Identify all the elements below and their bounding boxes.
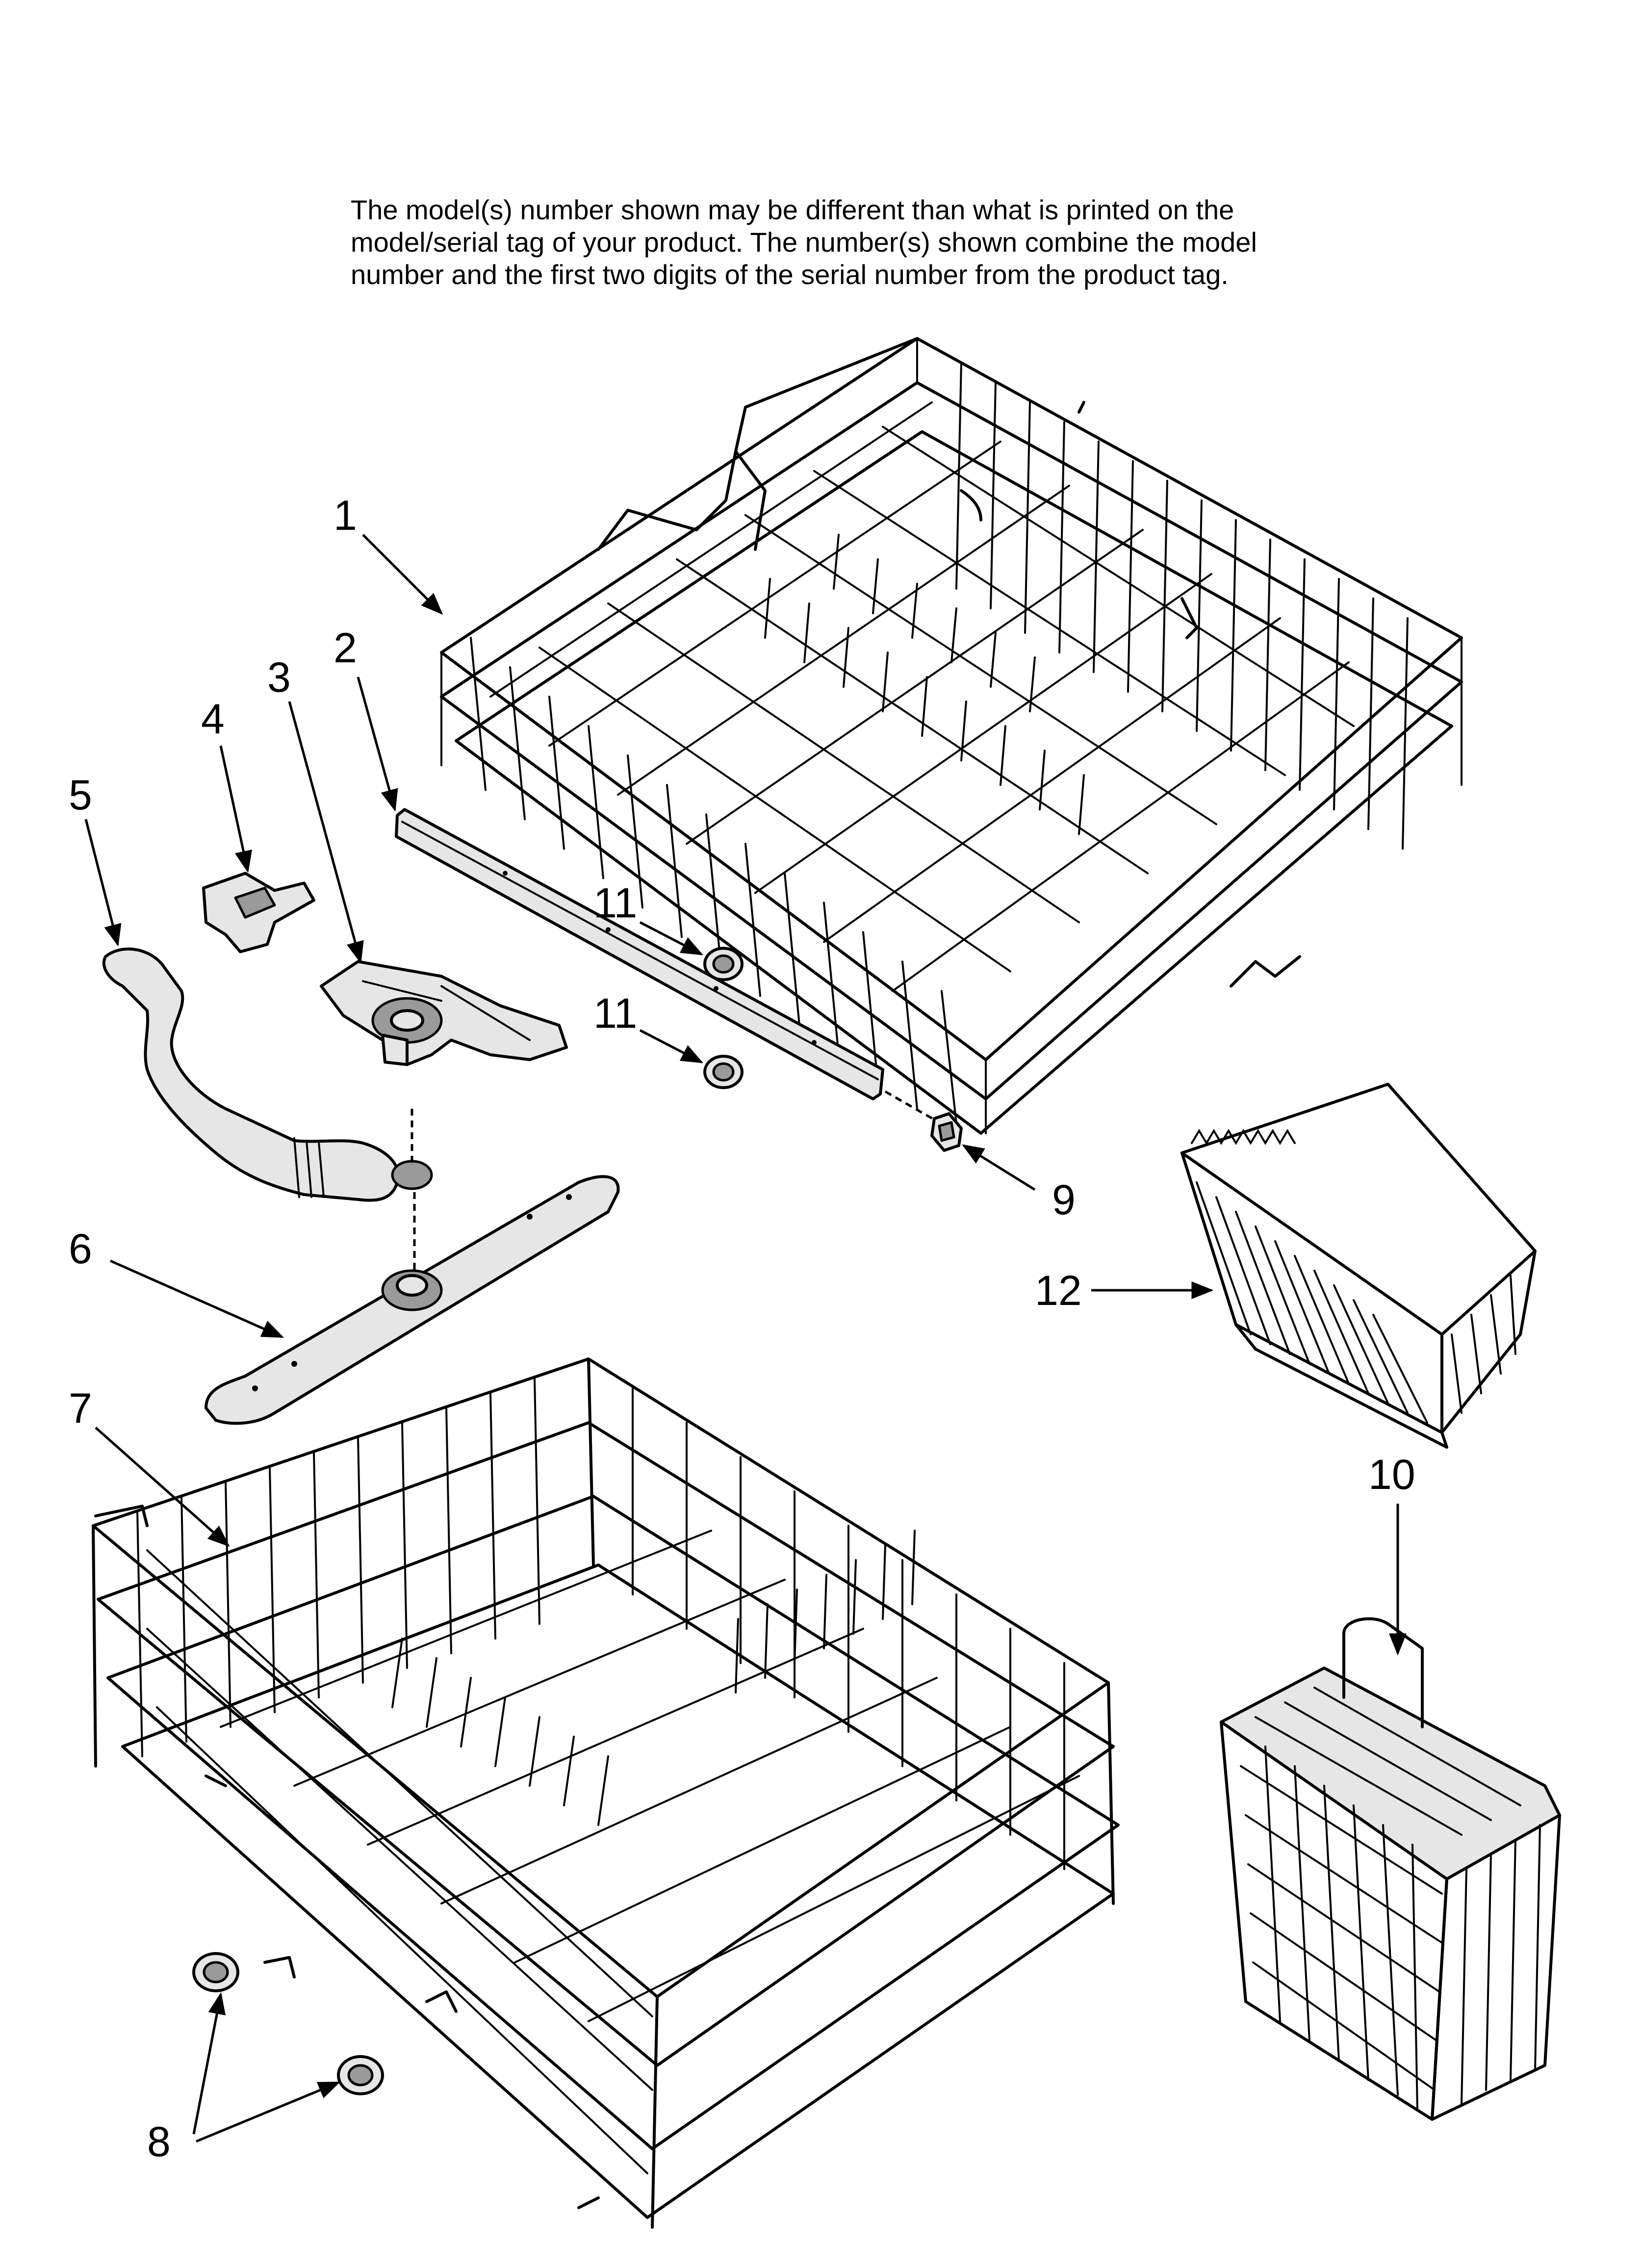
callout-5: 5 — [69, 772, 92, 819]
leader-5 — [84, 819, 122, 947]
callout-10: 10 — [1368, 1451, 1415, 1498]
leader-9 — [962, 1144, 1036, 1191]
leader-11b — [639, 1029, 703, 1064]
callout-1: 1 — [334, 492, 357, 539]
leader-4 — [219, 745, 253, 873]
leader-11a — [639, 921, 703, 956]
notice-line-2: model/serial tag of your product. The nu… — [351, 227, 1257, 258]
leader-6 — [109, 1259, 284, 1338]
leader-8b — [196, 2081, 341, 2143]
end-cap-icon — [930, 1112, 963, 1152]
notice-line-1: The model(s) number shown may be differe… — [351, 194, 1234, 225]
leader-8a — [192, 1992, 226, 2135]
callout-labels: 1 2 3 4 5 6 7 8 9 10 11 11 12 — [69, 492, 1415, 2165]
callout-7: 7 — [69, 1385, 92, 1432]
leader-7 — [95, 1427, 230, 1547]
callout-8: 8 — [147, 2118, 171, 2165]
callout-12: 12 — [1035, 1267, 1082, 1314]
rack-wheel-icon — [192, 1952, 239, 1992]
callout-9: 9 — [1052, 1176, 1076, 1224]
callout-6: 6 — [69, 1225, 92, 1273]
callout-4: 4 — [201, 696, 225, 743]
callout-11-lower: 11 — [593, 990, 637, 1037]
leader-3 — [288, 701, 364, 964]
silverware-basket-icon — [1220, 1617, 1561, 2121]
notice-line-3: number and the first two digits of the s… — [351, 259, 1229, 290]
rack-wheel-icon — [703, 1055, 744, 1089]
model-number-notice: The model(s) number shown may be differe… — [351, 194, 1381, 291]
leader-1 — [362, 534, 443, 615]
leader-2 — [357, 677, 398, 812]
rack-wheel-icon — [337, 2055, 384, 2095]
upper-dishrack-icon — [440, 337, 1463, 1135]
callout-2: 2 — [334, 625, 357, 672]
lower-dishrack-icon — [92, 1357, 1120, 2229]
rack-wheel-icon — [703, 947, 744, 981]
callout-3: 3 — [267, 654, 291, 701]
rail-to-cap-guide-line — [884, 1090, 938, 1122]
feed-tube-icon — [102, 947, 433, 1202]
rack-adjuster-rail-icon — [395, 808, 884, 1100]
spray-manifold-icon — [320, 960, 568, 1066]
accessory-basket-icon — [1180, 1083, 1537, 1449]
leader-lines — [84, 534, 1407, 2143]
lower-spray-arm-icon — [205, 1175, 620, 1425]
clip-icon — [202, 872, 315, 953]
callout-11-upper: 11 — [593, 880, 637, 927]
